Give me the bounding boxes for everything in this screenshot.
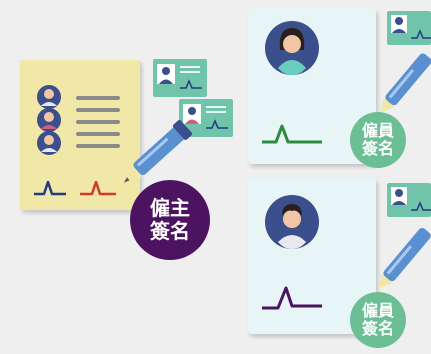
id-card-icon	[153, 59, 207, 97]
avatar-icon	[265, 21, 319, 75]
avatar-icon	[37, 108, 61, 132]
employee-signature-badge: 僱員 簽名	[350, 292, 406, 348]
signature-scribble-icon	[34, 180, 116, 196]
pen-icon	[123, 119, 193, 183]
text-line	[76, 120, 120, 124]
text-line	[76, 96, 120, 100]
pen-icon	[378, 227, 431, 290]
pen-icon	[380, 53, 431, 114]
id-card-icon	[387, 183, 431, 217]
signature-scribble-icon	[262, 124, 322, 144]
text-line	[76, 132, 120, 136]
employer-signature-badge: 僱主 簽名	[130, 180, 210, 260]
id-card-icon	[179, 99, 233, 137]
avatar-icon	[37, 85, 61, 109]
employer-avatars	[37, 85, 61, 155]
employee-signature-badge: 僱員 簽名	[350, 112, 406, 168]
text-line	[76, 144, 120, 148]
avatar-icon	[265, 195, 319, 249]
id-card-icon	[387, 11, 431, 45]
avatar-icon	[37, 131, 61, 155]
signature-scribble-icon	[262, 286, 322, 310]
employer-contract	[20, 60, 140, 210]
text-line	[76, 108, 120, 112]
